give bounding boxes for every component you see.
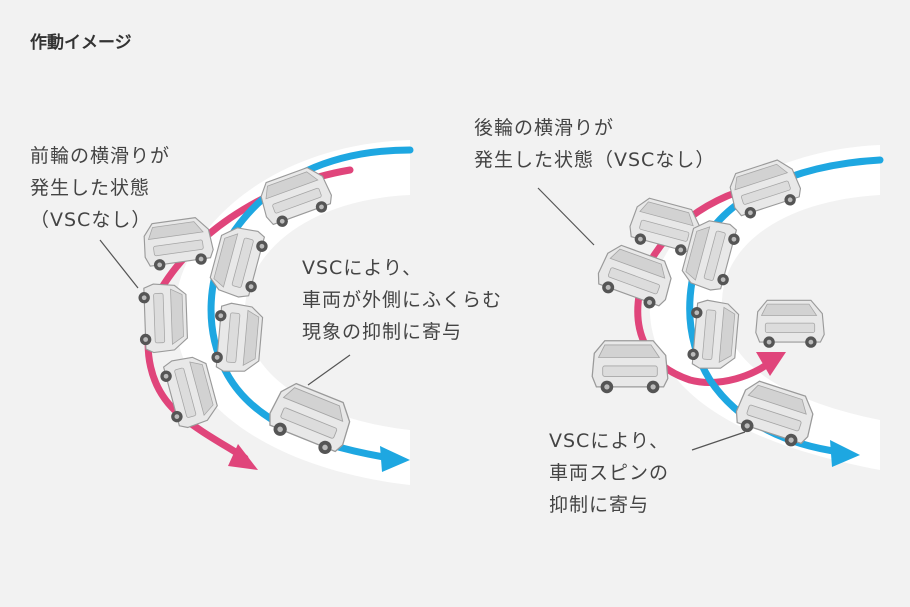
left-with-vsc-label: VSCにより、 車両が外側にふくらむ 現象の抑制に寄与 [302,257,503,343]
left-scene [99,140,414,485]
left-arrowhead-without-vsc-icon [228,444,258,470]
left-arrowhead-with-vsc-icon [380,446,410,472]
right-scene [537,145,884,470]
left-without-vsc-label: 前輪の横滑りが 発生した状態 （VSCなし） [30,145,171,231]
minivan-icon [685,298,741,372]
right-vsc-leader-line [691,431,746,451]
minivan-icon [209,301,265,375]
minivan-icon [137,282,189,354]
diagram-title: 作動イメージ [30,33,132,53]
left-leader-line [99,239,139,289]
minivan-icon [591,340,669,394]
right-arrowhead-with-vsc-icon [830,440,860,467]
left-vsc-leader-line [307,354,351,386]
minivan-icon [755,299,825,349]
right-without-vsc-label: 後輪の横滑りが 発生した状態（VSCなし） [474,117,716,171]
right-arrowhead-without-vsc-icon [756,352,786,376]
right-leader-line [537,187,595,246]
right-with-vsc-label: VSCにより、 車両スピンの 抑制に寄与 [549,430,670,516]
